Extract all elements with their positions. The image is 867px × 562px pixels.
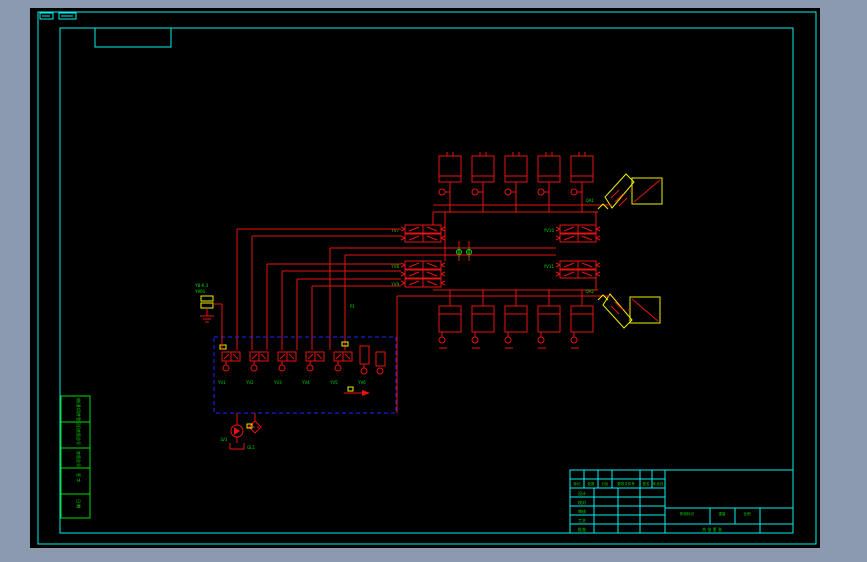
margin-box-label: 签 字 [76, 473, 82, 482]
pump-label: Y90S [194, 289, 206, 294]
pilot-lines [236, 228, 556, 350]
sheet-count: 共 张 第 张 [702, 526, 722, 532]
margin-left-boxes: 借(通)用件登记 旧底图总号 底图总号 签 字 日 期 [60, 395, 91, 519]
manifold-valve-label: YV4 [301, 380, 310, 385]
manifold-valve-label: YV3 [273, 380, 282, 385]
torch-unit-top: QA1 [586, 173, 663, 210]
inner-border [59, 27, 794, 534]
outer-border [37, 11, 817, 545]
role-label: 校对 [578, 499, 586, 505]
solenoid-label: YV9 [390, 282, 399, 287]
tb-col-header: 重量 [719, 511, 727, 516]
solenoid-label: YV11 [543, 264, 555, 269]
margin-box-label: 借(通)用件登记 [76, 398, 82, 425]
role-label: 设计 [578, 490, 586, 496]
drain-label: GL1 [247, 445, 255, 450]
manifold-valve-label: YV1 [217, 380, 226, 385]
tb-col-header: 阶段标记 [680, 511, 694, 516]
pump-label: YB-6.3 [194, 283, 208, 288]
rev-header: 分区 [602, 481, 610, 486]
pressure-point-label: P1 [350, 304, 355, 309]
rev-header: 签名 [643, 481, 650, 486]
plot-stamp-icons [39, 12, 77, 20]
pump-unit: YB-6.3 Y90S [194, 283, 223, 350]
tb-col-header: 比例 [744, 511, 752, 516]
valve-manifold: YV1 YV2 YV3 YV4 YV5 YV6 [213, 336, 397, 414]
valve-cluster-left-mid [400, 260, 446, 288]
manifold-valve-label: YV6 [357, 380, 366, 385]
cylinder-bank-bottom [438, 289, 594, 349]
solenoid-label: YV7 [390, 228, 399, 233]
rev-header: 标记 [574, 481, 582, 486]
torch-unit-bottom: QA2 [586, 289, 661, 329]
solenoid-label: YV10 [543, 228, 555, 233]
margin-box-label: 旧底图总号 [76, 425, 82, 445]
drain-label: LV1 [220, 437, 228, 442]
role-label: 审核 [578, 508, 586, 514]
rev-header: 处数 [588, 481, 596, 486]
margin-box-label: 底图总号 [76, 451, 82, 467]
drain-unit: LV1 GL1 [220, 413, 262, 450]
manifold-valve-label: YV5 [329, 380, 338, 385]
check-valve-icon [456, 241, 472, 261]
torch-label: QA1 [586, 198, 595, 203]
bus-lines-bottom [396, 278, 606, 413]
manifold-valve-label: YV2 [245, 380, 254, 385]
bus-lines-top [432, 204, 606, 261]
rev-header: 更改文件号 [617, 481, 635, 486]
title-block: 标记 处数 分区 更改文件号 签名 年月日 设计 校对 审核 工艺 批准 阶段标… [569, 469, 794, 534]
flow-arrow-icon [362, 390, 370, 396]
cylinder-bank-top [438, 151, 594, 206]
valve-cluster-right-top [555, 224, 601, 243]
valve-cluster-right-mid [555, 260, 601, 279]
role-label: 批准 [578, 526, 586, 532]
valve-cluster-left-top [400, 224, 446, 243]
rev-header: 年月日 [653, 481, 664, 486]
parts-ref-box [94, 27, 172, 48]
solenoid-label: YV8 [390, 264, 399, 269]
torch-label: QA2 [586, 289, 595, 294]
role-label: 工艺 [578, 518, 586, 523]
margin-box-label: 日 期 [76, 499, 82, 508]
